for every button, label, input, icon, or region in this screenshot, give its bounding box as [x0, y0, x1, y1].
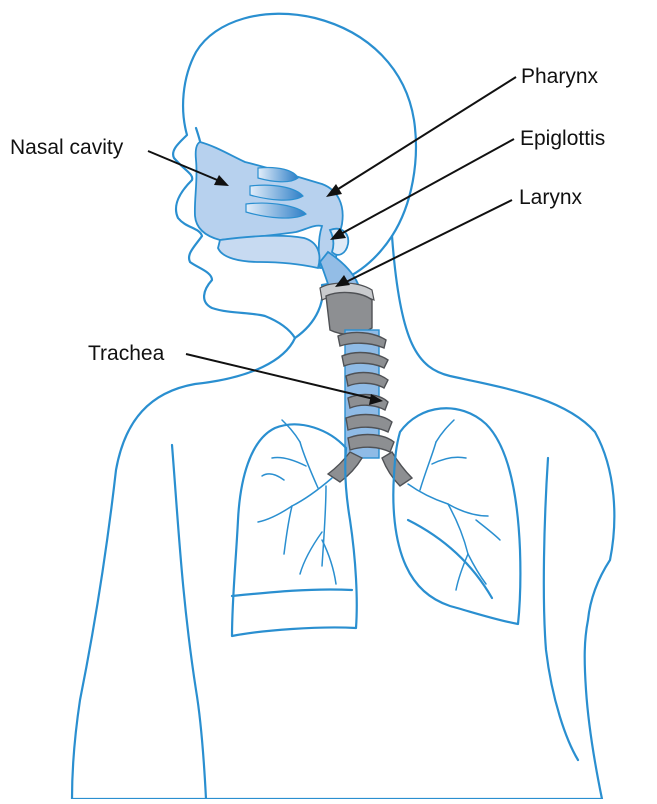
- leader-epiglottis: [339, 139, 514, 235]
- label-trachea: Trachea: [88, 342, 165, 365]
- bronchial-tree-right: [408, 420, 500, 590]
- lung-left: [232, 424, 357, 636]
- upper-airway: [195, 142, 358, 290]
- bronchial-tree-left: [258, 420, 336, 584]
- lung-left-fissure: [232, 589, 352, 596]
- tongue-mouth: [218, 236, 319, 268]
- label-larynx: Larynx: [519, 186, 583, 209]
- trachea-structure: [320, 283, 412, 486]
- arm-line-left: [172, 445, 206, 799]
- arm-line-right: [544, 458, 578, 760]
- label-pharynx: Pharynx: [521, 65, 599, 88]
- leader-larynx: [344, 200, 512, 283]
- label-nasal-cavity: Nasal cavity: [10, 136, 124, 159]
- turbinate-upper: [258, 167, 298, 181]
- larynx-cartilage: [326, 293, 372, 335]
- lung-right: [393, 408, 520, 624]
- leader-pharynx: [335, 77, 516, 191]
- bronchus-right: [382, 452, 412, 486]
- label-epiglottis: Epiglottis: [520, 127, 605, 150]
